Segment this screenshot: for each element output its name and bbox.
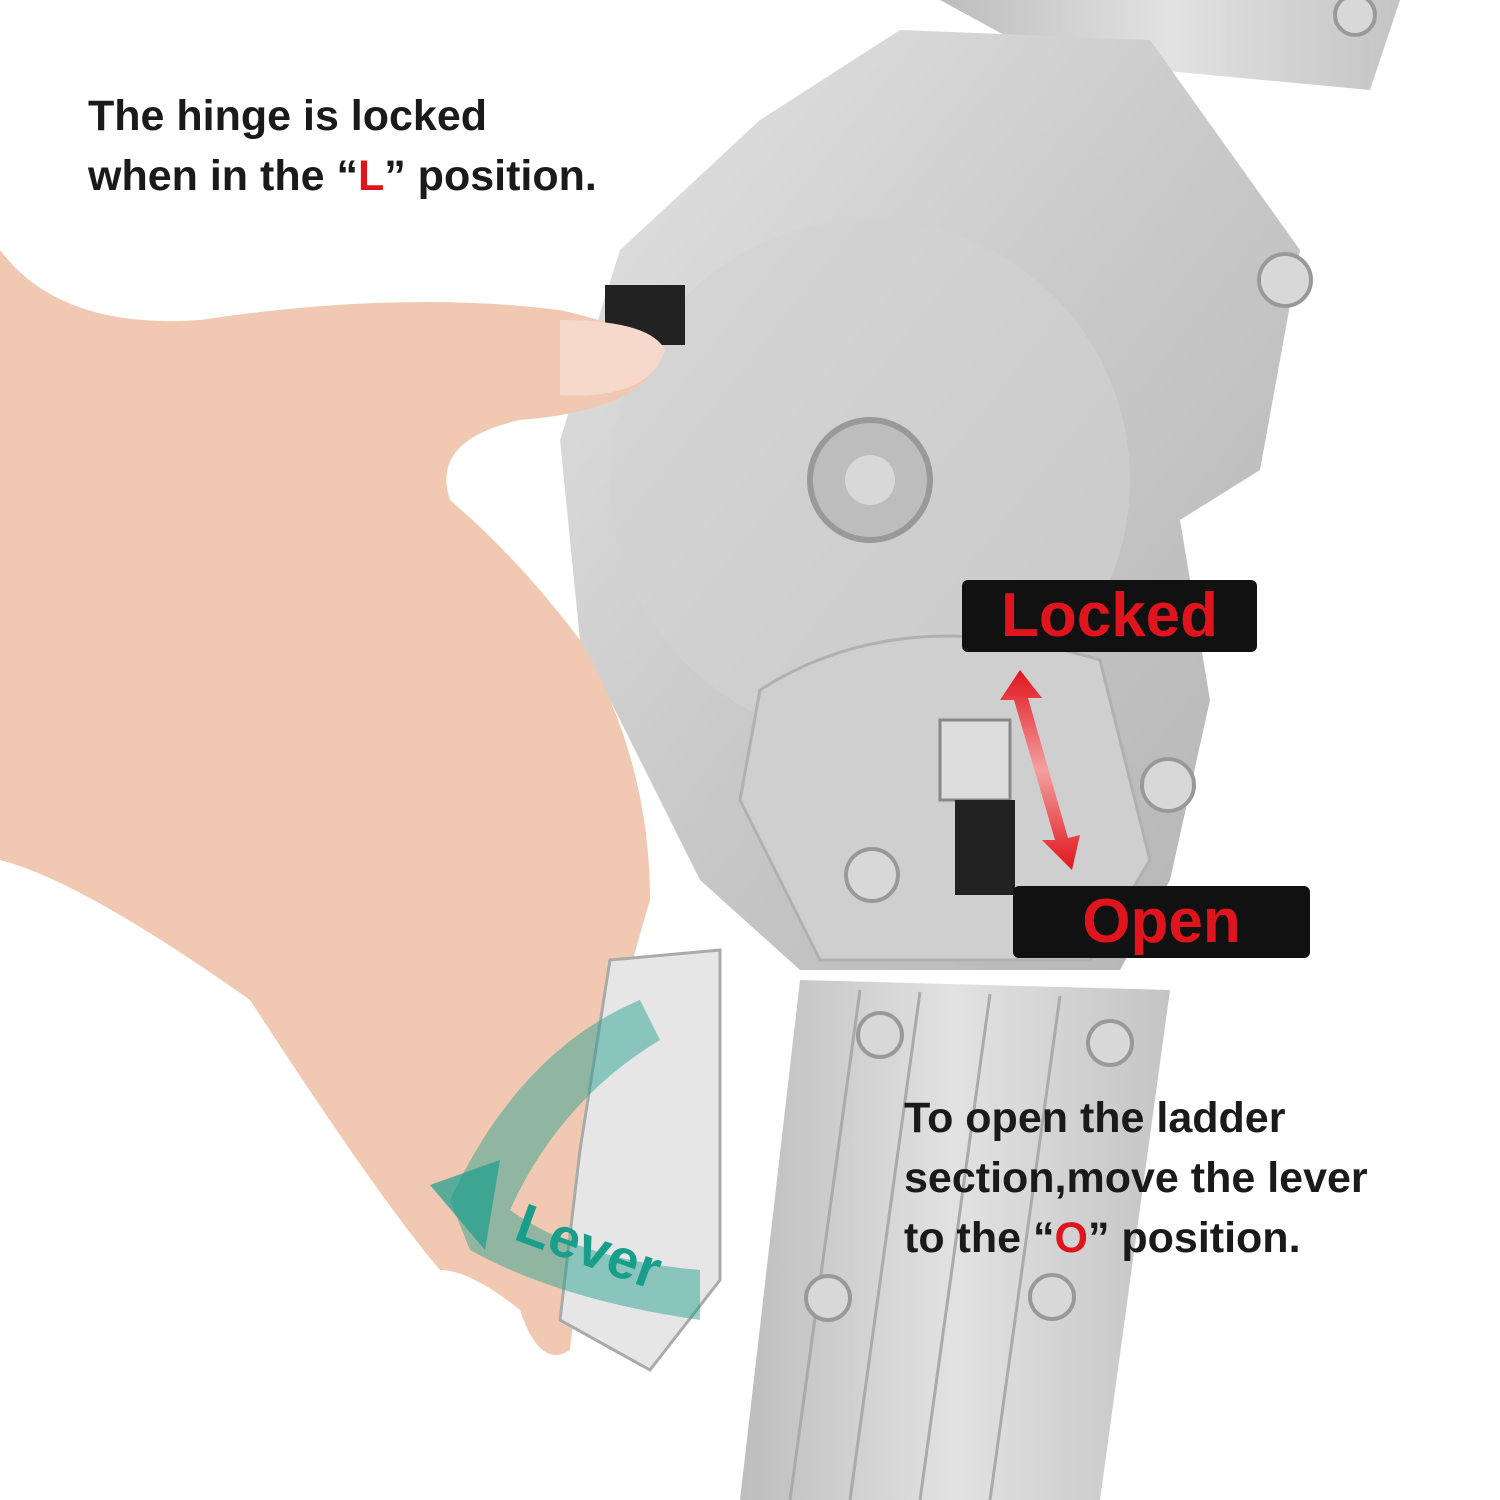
bottom-caption-text: to the “ (904, 1214, 1055, 1262)
top-caption-line2: when in the “L” position. (88, 146, 597, 206)
locked-letter: L (357, 152, 385, 200)
bottom-caption: To open the ladder section,move the leve… (904, 1088, 1368, 1268)
open-letter: O (1054, 1214, 1088, 1262)
bottom-caption-line3: to the “O” position. (904, 1208, 1368, 1268)
rivets (804, 0, 1377, 1322)
open-label: Open (1013, 886, 1310, 958)
locked-label: Locked (962, 580, 1257, 652)
bottom-caption-line2: section,move the lever (904, 1154, 1368, 1202)
lever-motion-arrow (450, 1000, 700, 1320)
lock-pin (938, 718, 1012, 802)
top-caption-line1: The hinge is locked (88, 92, 488, 140)
top-caption: The hinge is locked when in the “L” posi… (88, 86, 597, 206)
lever (558, 948, 722, 1372)
top-caption-text-end: ” position. (384, 152, 597, 200)
bottom-caption-line1: To open the ladder (904, 1094, 1286, 1142)
bottom-caption-text-end: ” position. (1087, 1214, 1301, 1262)
upper-rail (940, 0, 1400, 90)
double-arrow-icon (1000, 670, 1080, 870)
top-caption-text: when in the “ (88, 152, 358, 200)
hand (0, 250, 660, 1355)
